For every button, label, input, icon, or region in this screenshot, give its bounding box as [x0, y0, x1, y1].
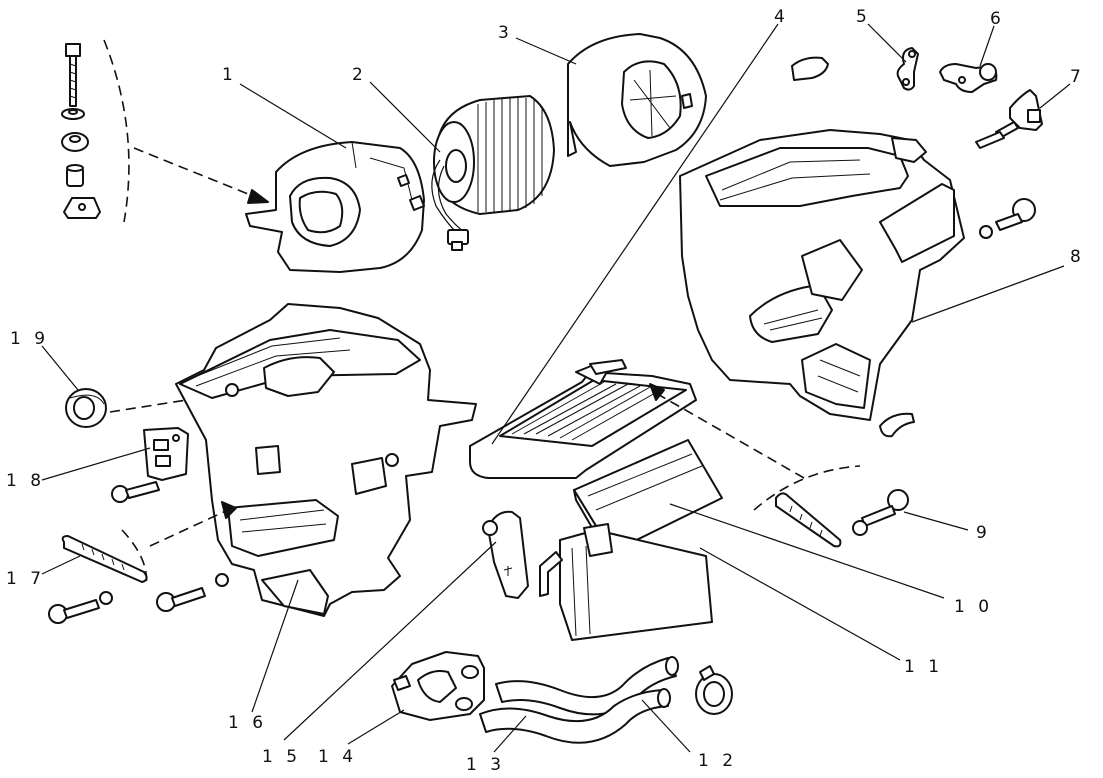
screw-housing-left: [156, 573, 229, 612]
callouts: 1 2 3 4 5 6 7 8 9 1 0 1 1 1 2 1 3 1 4 1 …: [6, 7, 1085, 775]
bracket-arrow-head: [221, 501, 237, 519]
evaporator-arrow: [653, 391, 805, 479]
callout-19: 1 9: [10, 329, 49, 349]
connector-bracket: [143, 427, 189, 481]
hose-strap-right: [775, 492, 842, 548]
callout-13: 1 3: [466, 755, 505, 775]
callout-7: 7: [1070, 67, 1085, 87]
leader-lines: [41, 23, 1071, 753]
coolant-hose-lower: [479, 688, 671, 744]
callout-1: 1: [222, 65, 237, 85]
servo-actuator: [975, 89, 1043, 149]
assembly-arrow: [133, 147, 259, 199]
arc-clip: [879, 412, 915, 438]
callout-12: 1 2: [698, 751, 737, 771]
callout-6: 6: [990, 9, 1005, 29]
blower-lower-housing: [245, 141, 425, 273]
screw-right: [852, 489, 909, 536]
callout-14: 1 4: [318, 747, 357, 767]
group-boundary-arc: [103, 39, 130, 223]
callout-9: 9: [976, 523, 991, 543]
blower-motor-fan: [431, 95, 555, 251]
evaporator-arrow-head: [649, 383, 665, 401]
hose-strap: [61, 535, 148, 583]
callout-8: 8: [1070, 247, 1085, 267]
main-housing-left: [175, 303, 477, 617]
callout-3: 3: [498, 23, 513, 43]
screw-strap-left: [48, 591, 113, 624]
callout-18: 1 8: [6, 471, 45, 491]
screw-bracket: [111, 481, 160, 503]
callout-15: 1 5: [262, 747, 301, 767]
evaporator-core: [539, 523, 713, 641]
arrow-head: [247, 189, 269, 204]
mounting-plate: [482, 510, 529, 599]
callout-2: 2: [352, 65, 367, 85]
callout-5: 5: [856, 7, 871, 27]
blower-upper-housing: [567, 33, 707, 167]
actuator-crank: [939, 63, 998, 93]
callout-17: 1 7: [6, 569, 45, 589]
callout-16: 1 6: [228, 713, 267, 733]
hose-clamp: [695, 665, 733, 715]
callout-11: 1 1: [904, 657, 943, 677]
bracket-arrow: [149, 509, 229, 547]
housing-screw: [979, 198, 1036, 239]
main-housing-right: [679, 129, 965, 421]
lever-arm: [896, 47, 919, 91]
strap-boundary-arc-right: [753, 465, 861, 511]
water-valve: [391, 651, 485, 721]
strap-boundary-arc: [121, 529, 148, 587]
callout-4: 4: [774, 7, 789, 27]
heater-core-upper: [469, 359, 697, 479]
small-clip: [791, 56, 829, 81]
grommet: [65, 388, 107, 428]
callout-10: 1 0: [954, 597, 993, 617]
fastener-stack: [61, 43, 101, 219]
